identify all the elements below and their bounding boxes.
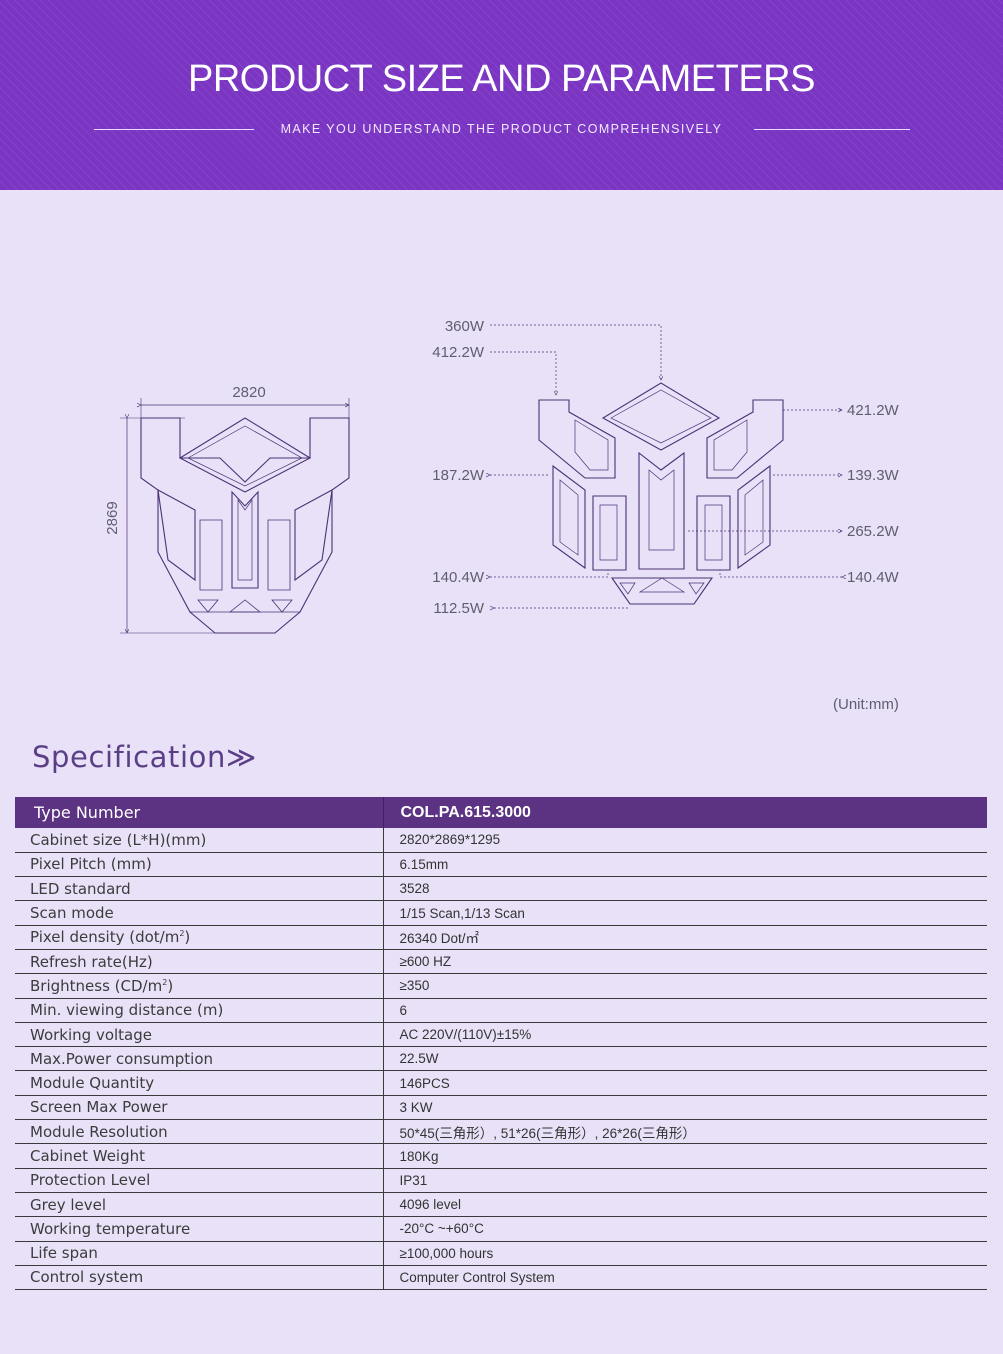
table-row: Pixel density (dot/m2)26340 Dot/㎡ bbox=[15, 925, 987, 950]
spec-key: Screen Max Power bbox=[15, 1095, 383, 1121]
spec-key: Scan mode bbox=[15, 900, 383, 926]
power-label-265w: 265.2W bbox=[847, 523, 900, 540]
product-diagram: 2820 2869 bbox=[104, 318, 900, 730]
spec-key: Module Resolution bbox=[15, 1119, 383, 1145]
table-row: Pixel Pitch (mm)6.15mm bbox=[15, 852, 987, 878]
power-label-112w: 112.5W bbox=[433, 600, 484, 617]
table-header-row: Type Number COL.PA.615.3000 bbox=[15, 797, 987, 828]
spec-value: 3528 bbox=[382, 876, 987, 902]
spec-key: Min. viewing distance (m) bbox=[15, 998, 383, 1023]
header-banner: PRODUCT SIZE AND PARAMETERS MAKE YOU UND… bbox=[0, 0, 1003, 190]
front-view-drawing bbox=[120, 398, 349, 633]
spec-key-text: Brightness (CD/m bbox=[30, 976, 163, 995]
spec-value: 1/15 Scan,1/13 Scan bbox=[382, 900, 987, 926]
power-label-421w: 421.2W bbox=[847, 402, 900, 419]
spec-value: 2820*2869*1295 bbox=[382, 828, 987, 853]
spec-value: 6.15mm bbox=[382, 852, 987, 878]
spec-value: Computer Control System bbox=[382, 1265, 987, 1291]
spec-value: ≥600 HZ bbox=[382, 949, 987, 975]
spec-value: ≥350 bbox=[382, 973, 987, 999]
type-number-value: COL.PA.615.3000 bbox=[382, 797, 987, 828]
spec-key-superscript: 2 bbox=[179, 929, 185, 939]
table-row: Cabinet size (L*H)(mm)2820*2869*1295 bbox=[15, 828, 987, 853]
spec-value: ≥100,000 hours bbox=[382, 1241, 987, 1266]
specification-title: Specification≫ bbox=[32, 740, 257, 774]
spec-value: 6 bbox=[382, 998, 987, 1023]
spec-key: Pixel density (dot/m2) bbox=[15, 925, 383, 950]
spec-key: Max.Power consumption bbox=[15, 1046, 383, 1072]
width-dimension-label: 2820 bbox=[232, 384, 265, 401]
power-label-140w-left: 140.4W bbox=[432, 569, 485, 586]
table-row: Refresh rate(Hz)≥600 HZ bbox=[15, 949, 987, 975]
spec-key-superscript: 2 bbox=[162, 977, 168, 987]
power-label-412w: 412.2W bbox=[432, 344, 485, 361]
page-title: PRODUCT SIZE AND PARAMETERS bbox=[188, 58, 815, 100]
spec-value: -20°C ~+60°C bbox=[382, 1216, 987, 1242]
spec-key: LED standard bbox=[15, 876, 383, 902]
spec-value: 26340 Dot/㎡ bbox=[382, 925, 987, 950]
table-row: Life span≥100,000 hours bbox=[15, 1241, 987, 1266]
spec-key: Working voltage bbox=[15, 1022, 383, 1048]
spec-key: Pixel Pitch (mm) bbox=[15, 852, 383, 878]
spec-key: Grey level bbox=[15, 1192, 383, 1218]
subtitle-right-rule bbox=[754, 129, 910, 130]
spec-key: Cabinet Weight bbox=[15, 1143, 383, 1169]
spec-key: Cabinet size (L*H)(mm) bbox=[15, 828, 383, 853]
table-row: Min. viewing distance (m)6 bbox=[15, 998, 987, 1023]
spec-key: Life span bbox=[15, 1241, 383, 1266]
spec-value: 4096 level bbox=[382, 1192, 987, 1218]
type-number-label: Type Number bbox=[34, 803, 141, 822]
spec-key-tail: ) bbox=[167, 976, 174, 995]
spec-key: Refresh rate(Hz) bbox=[15, 949, 383, 975]
spec-key-text: Pixel density (dot/m bbox=[30, 928, 180, 947]
specification-table: Type Number COL.PA.615.3000 Cabinet size… bbox=[15, 797, 987, 1291]
exploded-view-drawing bbox=[538, 382, 784, 605]
power-label-360w: 360W bbox=[445, 318, 485, 335]
subtitle-left-rule bbox=[94, 129, 254, 130]
power-label-187w: 187.2W bbox=[432, 467, 485, 484]
spec-key: Protection Level bbox=[15, 1168, 383, 1193]
spec-key: Working temperature bbox=[15, 1216, 383, 1242]
spec-key: Control system bbox=[15, 1265, 383, 1291]
spec-value: 146PCS bbox=[382, 1070, 987, 1096]
power-label-140w-right: 140.4W bbox=[847, 569, 900, 586]
spec-value: 180Kg bbox=[382, 1143, 987, 1169]
spec-value: IP31 bbox=[382, 1168, 987, 1193]
spec-key: Module Quantity bbox=[15, 1070, 383, 1096]
table-row: Working temperature-20°C ~+60°C bbox=[15, 1216, 987, 1242]
spec-value: 22.5W bbox=[382, 1046, 987, 1072]
spec-key: Brightness (CD/m2) bbox=[15, 973, 383, 999]
spec-value: 3 KW bbox=[382, 1095, 987, 1121]
height-dimension-label: 2869 bbox=[104, 501, 121, 534]
page-subtitle: MAKE YOU UNDERSTAND THE PRODUCT COMPREHE… bbox=[280, 122, 723, 136]
spec-value: 50*45(三角形）, 51*26(三角形）, 26*26(三角形） bbox=[382, 1119, 987, 1145]
unit-label: (Unit:mm) bbox=[833, 696, 899, 713]
spec-value: AC 220V/(110V)±15% bbox=[382, 1022, 987, 1048]
spec-key-tail: ) bbox=[184, 928, 191, 947]
power-label-139w: 139.3W bbox=[847, 467, 900, 484]
table-row: Brightness (CD/m2)≥350 bbox=[15, 973, 987, 999]
